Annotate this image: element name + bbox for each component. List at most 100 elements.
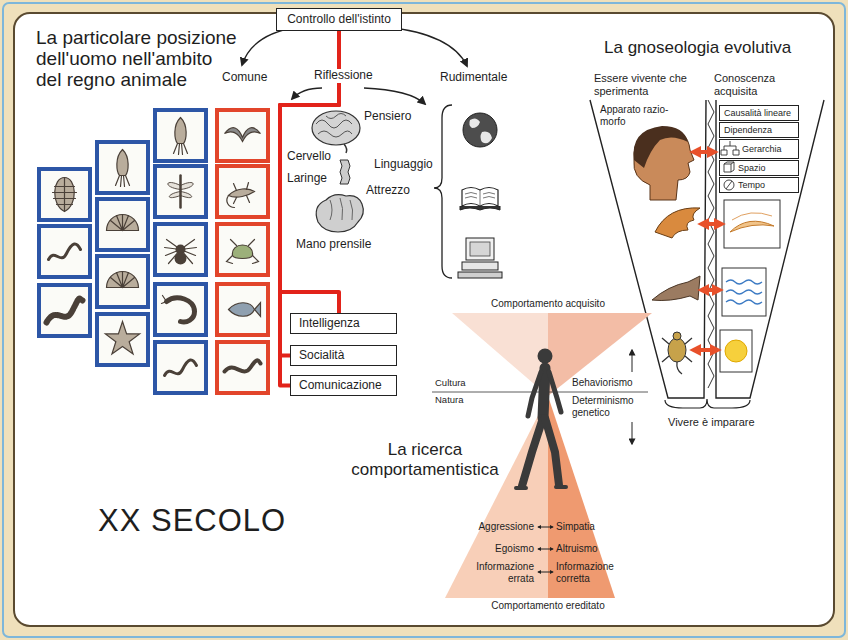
animal-frame — [217, 224, 268, 275]
branch-arrow — [364, 88, 425, 104]
computer-icon — [458, 272, 502, 278]
animal-frame — [165, 240, 197, 264]
hand-drawing — [330, 198, 353, 220]
animal-frame — [97, 199, 148, 250]
trait-label: Egoismo — [470, 543, 534, 555]
trait-label: Simpatia — [556, 521, 595, 533]
part-label: Mano prensile — [296, 238, 371, 252]
computer-icon — [462, 262, 498, 270]
knowledge-arrow — [702, 222, 721, 226]
knowledge-cones — [716, 100, 824, 398]
animal-frame — [155, 342, 206, 393]
part-label: Laringe — [287, 172, 327, 186]
knowledge-arrow — [694, 150, 714, 154]
animal-frame — [47, 299, 83, 323]
computer-icon — [470, 242, 490, 256]
knowledge-icon — [724, 180, 734, 190]
knowledge-picture — [726, 280, 762, 304]
animal-grid — [39, 110, 268, 393]
animal-frame — [175, 118, 186, 144]
walking-man — [549, 372, 561, 412]
animal-frame — [167, 298, 195, 322]
trait-label: Informazione errata — [462, 561, 534, 584]
animal-frame — [165, 360, 197, 376]
animal-frame — [217, 342, 268, 393]
faculty-box: Comunicazione — [290, 375, 397, 396]
faculty-box: Intelligenza — [290, 313, 397, 334]
node-text: Controllo dell'istinto — [287, 12, 391, 26]
part-label: Apparato razio-morfo — [600, 104, 672, 127]
knowledge-row: Causalità lineare — [719, 105, 799, 121]
animal-frame — [97, 142, 148, 193]
animal-frame — [117, 150, 128, 176]
knowledge-cones — [708, 100, 714, 388]
animal-frame — [49, 244, 81, 260]
animal-frame — [97, 142, 148, 193]
animal-frame — [39, 285, 90, 336]
animal-frame — [107, 215, 139, 231]
animal-frame — [227, 183, 255, 208]
animal-frame — [107, 272, 139, 288]
animal-frame — [107, 215, 139, 231]
hand-drawing — [316, 195, 363, 232]
animal-frame — [105, 322, 139, 355]
animal-frame — [107, 272, 139, 288]
globe-icon — [469, 118, 492, 143]
walking-man — [543, 368, 545, 418]
part-label: Attrezzo — [366, 184, 410, 198]
behaviour-hourglass — [432, 313, 652, 598]
book-icon — [462, 188, 498, 207]
walking-man — [516, 487, 566, 488]
computer-icon — [458, 238, 502, 278]
knowledge-picture — [720, 200, 780, 372]
walking-man — [516, 349, 566, 489]
knowledge-icon — [721, 141, 739, 190]
page-title: XX SECOLO — [98, 503, 286, 539]
animal-frame — [39, 169, 90, 220]
knowledge-icon — [721, 141, 739, 155]
axis-label: Comportamento ereditato — [468, 600, 628, 612]
behaviour-hourglass — [548, 313, 652, 396]
section-heading: La gnoseologia evolutiva — [604, 38, 791, 58]
animal-frame — [168, 176, 194, 208]
animal-frame — [217, 110, 268, 161]
animal-frame — [97, 314, 148, 365]
brain-drawing — [316, 114, 352, 138]
animal-frame — [174, 144, 188, 155]
brain-drawing — [312, 111, 360, 153]
animal-frame — [97, 256, 148, 307]
animal-frame — [53, 178, 77, 212]
animal-frame — [225, 360, 261, 371]
animal-frame — [155, 284, 206, 335]
larynx-drawing — [340, 160, 350, 184]
knowledge-picture — [720, 330, 752, 372]
animal-frame — [232, 245, 252, 259]
node-text: Tempo — [738, 180, 765, 191]
animal-frame — [217, 342, 268, 393]
walking-man — [528, 372, 541, 416]
node-text: Dipendenza — [724, 125, 772, 136]
animal-frame — [174, 118, 188, 155]
page-frame — [3, 3, 845, 637]
knowledge-arrow — [694, 348, 717, 352]
animal-frame — [155, 110, 206, 161]
animal-frame — [227, 183, 250, 208]
book-icon — [465, 190, 495, 206]
node-text: Intelligenza — [299, 316, 360, 330]
animal-frame — [162, 296, 167, 304]
animal-frame — [217, 284, 268, 335]
branch-label: Riflessione — [312, 69, 375, 83]
knowledge-picture — [730, 221, 774, 232]
axis-label: Behaviorismo — [572, 377, 633, 389]
knowledge-cones — [590, 100, 706, 398]
animal-frame — [229, 303, 261, 317]
behaviour-hourglass — [538, 572, 553, 573]
fish-tail-drawing — [652, 276, 700, 301]
instinct-box: Controllo dell'istinto — [276, 8, 402, 31]
animal-frame — [175, 253, 187, 265]
knowledge-picture — [725, 340, 747, 362]
node-text: Comunicazione — [299, 378, 382, 392]
animal-frame — [155, 110, 206, 161]
